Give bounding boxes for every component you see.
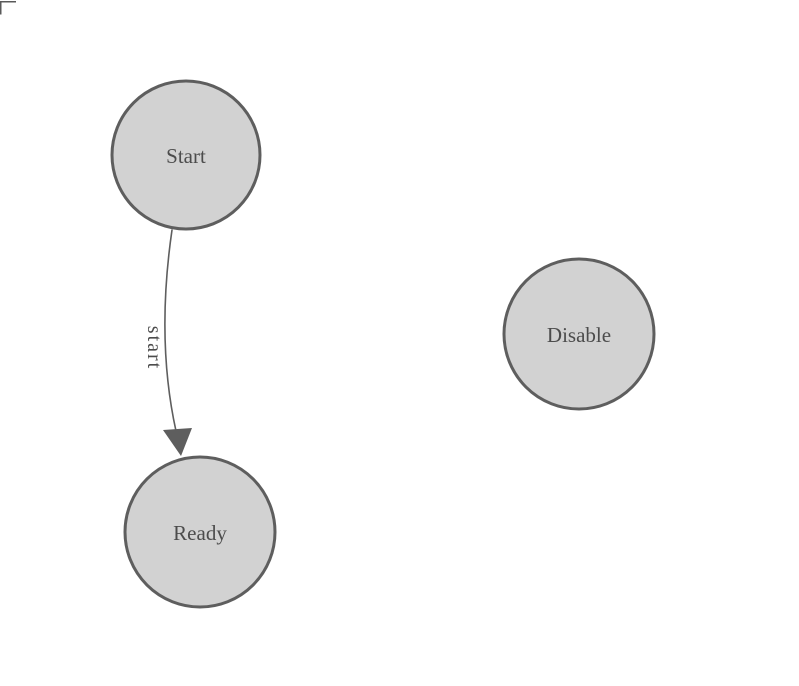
viewport-corner-mark-icon <box>0 1 16 15</box>
transition-path[interactable] <box>164 229 177 432</box>
state-node-ready[interactable]: Ready <box>123 455 277 609</box>
state-circle[interactable] <box>123 455 277 609</box>
transition-edge-start-to-ready[interactable]: start <box>143 229 192 456</box>
state-circle[interactable] <box>110 79 262 231</box>
state-node-disable[interactable]: Disable <box>502 257 656 411</box>
arrowhead-icon <box>163 428 192 456</box>
state-circle[interactable] <box>502 257 656 411</box>
transition-label: start <box>143 326 165 370</box>
state-node-start[interactable]: Start <box>110 79 262 231</box>
